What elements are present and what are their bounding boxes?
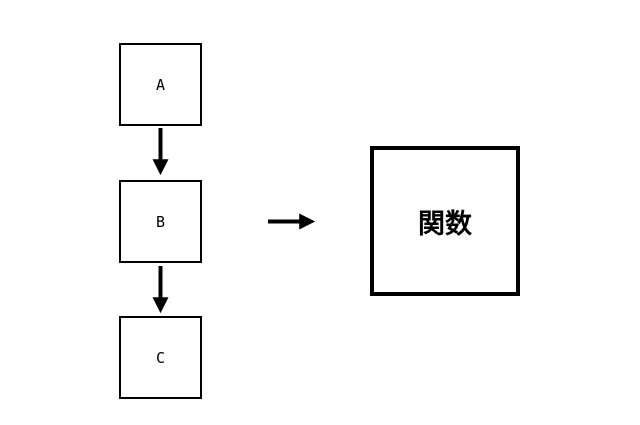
node-b-label: B bbox=[155, 212, 166, 231]
node-a: A bbox=[119, 43, 202, 126]
node-function: 関数 bbox=[370, 146, 520, 296]
node-a-label: A bbox=[155, 75, 166, 94]
node-c-label: C bbox=[155, 348, 166, 367]
node-c: C bbox=[119, 316, 202, 399]
node-function-label: 関数 bbox=[418, 208, 472, 240]
node-b: B bbox=[119, 180, 202, 263]
